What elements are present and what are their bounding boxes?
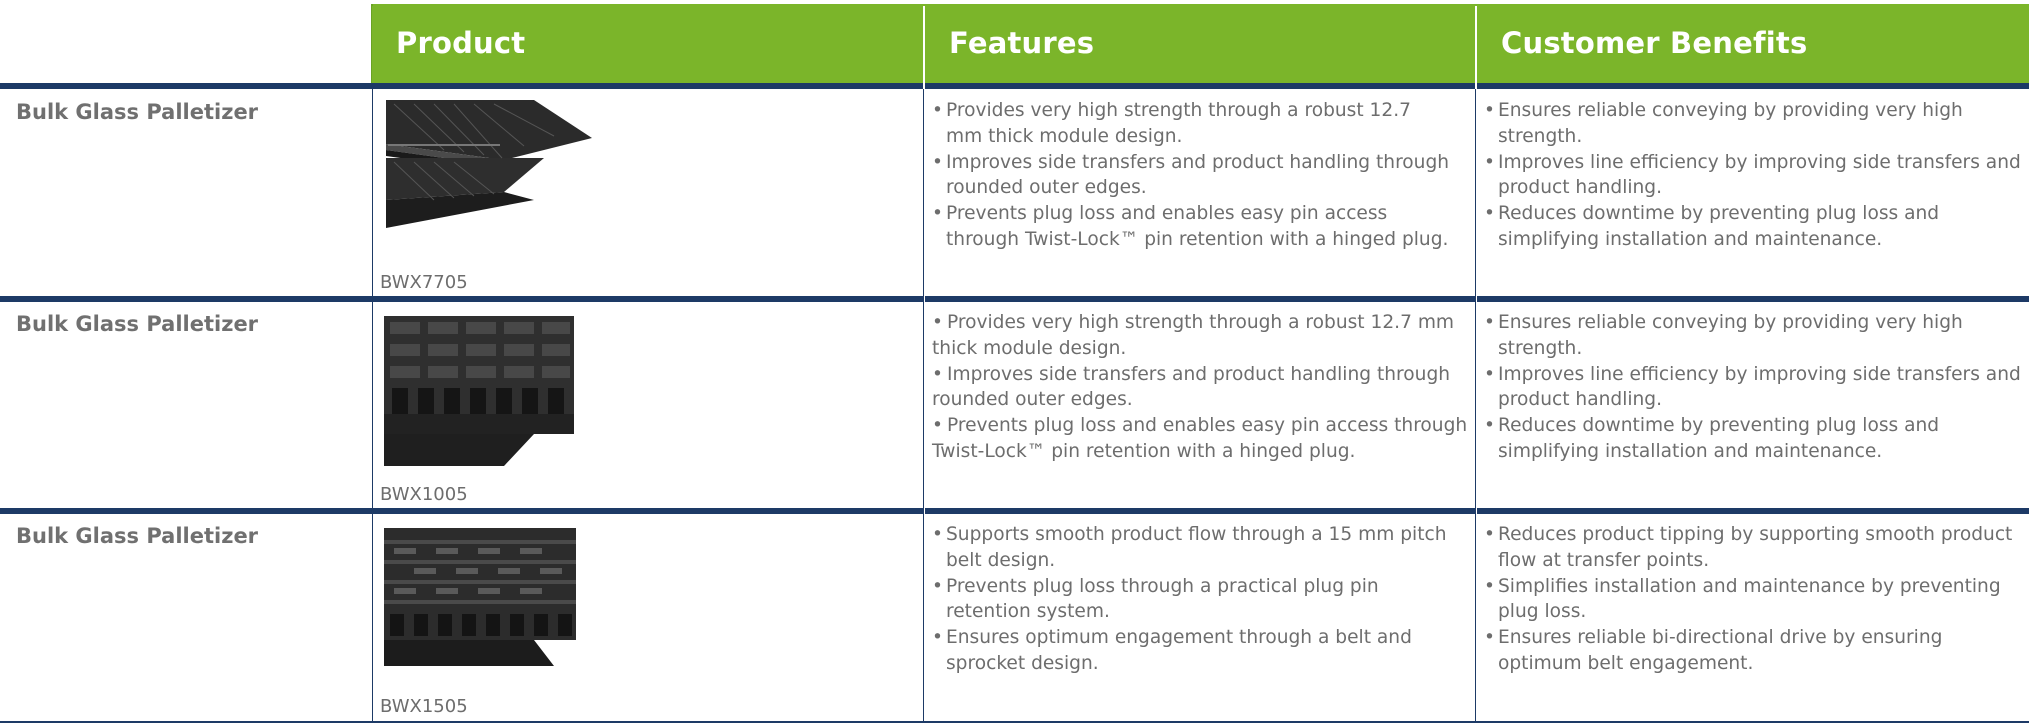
header-top-border bbox=[372, 4, 2029, 6]
column-divider bbox=[372, 89, 373, 721]
feature-item: Prevents plug loss through a practical p… bbox=[932, 574, 1452, 626]
benefit-item: Ensures reliable conveying by providing … bbox=[1484, 98, 2024, 150]
header-product: Product bbox=[372, 6, 923, 83]
benefit-item: Improves line efficiency by improving si… bbox=[1484, 362, 2024, 414]
product-code: BWX1505 bbox=[380, 696, 468, 717]
row-application-label: Bulk Glass Palletizer bbox=[16, 524, 259, 548]
features-list: Provides very high strength through a ro… bbox=[932, 310, 1472, 465]
feature-item: Supports smooth product flow through a 1… bbox=[932, 522, 1452, 574]
header-benefits: Customer Benefits bbox=[1477, 6, 2029, 83]
belt-module-pitch-icon bbox=[384, 528, 576, 682]
belt-module-ribbed-icon bbox=[384, 316, 574, 480]
header-benefits-label: Customer Benefits bbox=[1501, 26, 1808, 60]
column-divider bbox=[1475, 89, 1476, 721]
product-code: BWX7705 bbox=[380, 272, 468, 293]
feature-item: Ensures optimum engagement through a bel… bbox=[932, 625, 1452, 677]
benefit-item: Reduces downtime by preventing plug loss… bbox=[1484, 413, 2024, 465]
feature-item: Provides very high strength through a ro… bbox=[932, 310, 1472, 362]
header-features-label: Features bbox=[949, 26, 1095, 60]
benefit-item: Reduces downtime by preventing plug loss… bbox=[1484, 201, 2024, 253]
feature-item: Prevents plug loss and enables easy pin … bbox=[932, 201, 1452, 253]
column-divider bbox=[923, 89, 924, 721]
feature-item: Improves side transfers and product hand… bbox=[932, 362, 1472, 414]
belt-module-flat-icon bbox=[384, 100, 594, 264]
row-divider bbox=[0, 508, 2029, 514]
header-features: Features bbox=[925, 6, 1475, 83]
table-bottom-border bbox=[0, 721, 2029, 723]
row-divider bbox=[0, 296, 2029, 302]
features-list: Provides very high strength through a ro… bbox=[932, 98, 1452, 253]
row-application-label: Bulk Glass Palletizer bbox=[16, 312, 259, 336]
feature-item: Improves side transfers and product hand… bbox=[932, 150, 1452, 202]
row-divider bbox=[0, 83, 2029, 89]
header-product-label: Product bbox=[396, 26, 526, 60]
header-gap bbox=[923, 6, 925, 721]
benefits-list: Ensures reliable conveying by providing … bbox=[1484, 98, 2024, 253]
benefits-list: Ensures reliable conveying by providing … bbox=[1484, 310, 2024, 465]
row-application-label: Bulk Glass Palletizer bbox=[16, 100, 259, 124]
product-code: BWX1005 bbox=[380, 484, 468, 505]
benefit-item: Simplifies installation and maintenance … bbox=[1484, 574, 2024, 626]
benefit-item: Reduces product tipping by supporting sm… bbox=[1484, 522, 2024, 574]
benefit-item: Ensures reliable bi-directional drive by… bbox=[1484, 625, 2024, 677]
feature-item: Prevents plug loss and enables easy pin … bbox=[932, 413, 1472, 465]
header-gap bbox=[1475, 6, 1477, 721]
feature-item: Provides very high strength through a ro… bbox=[932, 98, 1452, 150]
benefit-item: Improves line efficiency by improving si… bbox=[1484, 150, 2024, 202]
benefits-list: Reduces product tipping by supporting sm… bbox=[1484, 522, 2024, 677]
benefit-item: Ensures reliable conveying by providing … bbox=[1484, 310, 2024, 362]
features-list: Supports smooth product flow through a 1… bbox=[932, 522, 1452, 677]
